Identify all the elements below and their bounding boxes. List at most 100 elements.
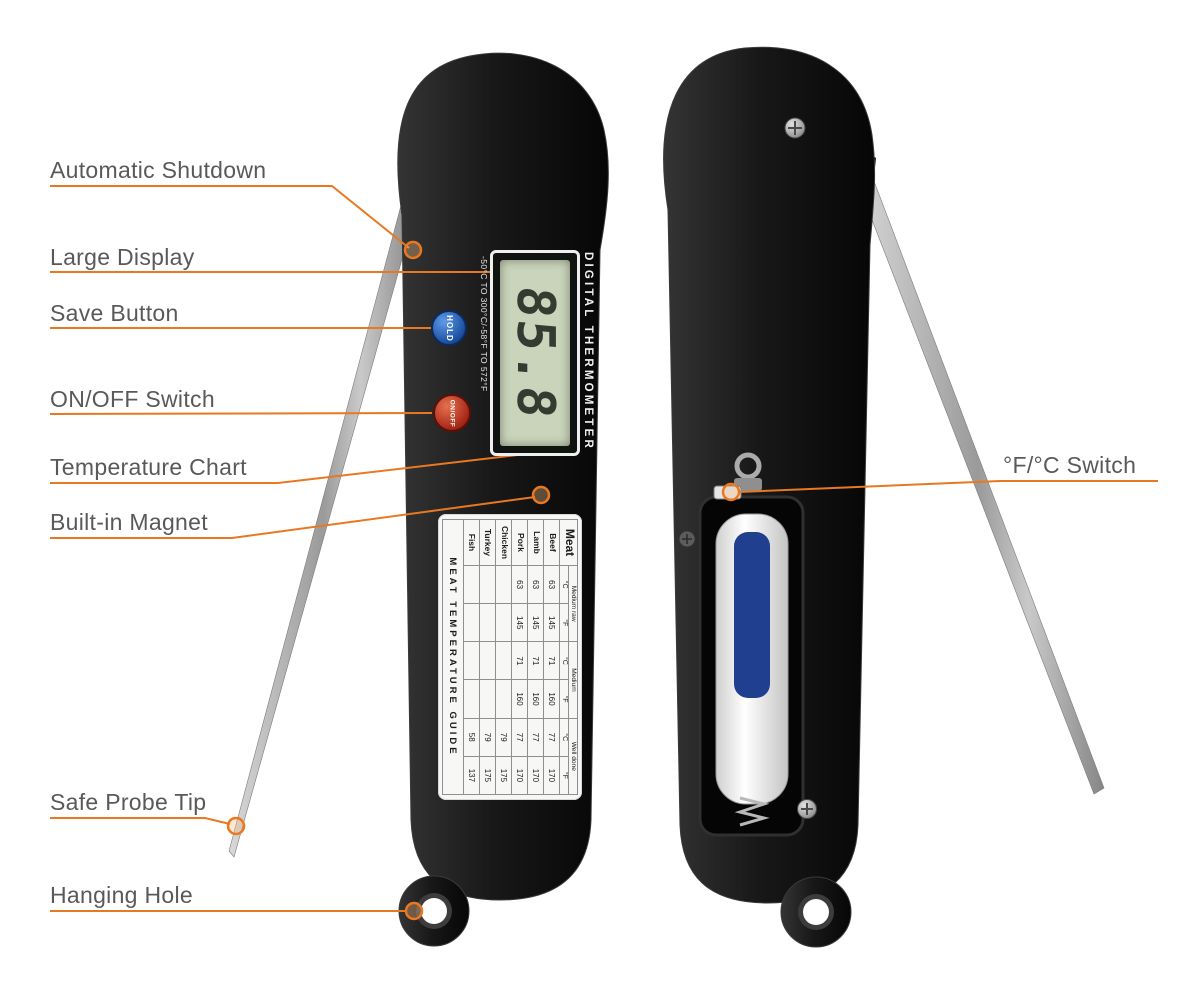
meat-name: Lamb (527, 519, 544, 566)
callout-large-display: Large Display (50, 244, 195, 270)
chart-cell (463, 679, 480, 719)
chart-cell: 63 (511, 565, 528, 604)
callout-temperature-chart: Temperature Chart (50, 454, 247, 480)
chart-cell (495, 603, 512, 642)
temperature-range-text: -50°C TO 300°C/-58°F TO 572°F (479, 256, 489, 392)
callout-save-button: Save Button (50, 300, 179, 326)
meat-name: Chicken (495, 519, 512, 566)
leader-built-in-magnet (50, 496, 536, 539)
chart-cell (495, 641, 512, 680)
marker-automatic-shutdown (403, 240, 423, 260)
marker-safe-probe-tip (226, 816, 246, 836)
chart-row-beef: Beef 63 145 71 160 77 170 (543, 519, 560, 795)
marker-built-in-magnet (531, 485, 551, 505)
chart-cell (479, 679, 496, 719)
meat-name: Beef (543, 519, 560, 566)
unit-header: °C (559, 641, 569, 680)
battery-spring (734, 796, 770, 827)
callout-automatic-shutdown: Automatic Shutdown (50, 157, 267, 183)
leader-on-off-switch (49, 412, 433, 415)
leader-temperature-chart (50, 451, 544, 484)
unit-header: °F (559, 679, 569, 719)
chart-row-fish: Fish 58 137 (463, 519, 480, 795)
chart-cell: 79 (495, 718, 512, 757)
chart-header-medium: Medium (568, 641, 578, 719)
chart-cell (463, 641, 480, 680)
back-top-screw (784, 117, 806, 139)
chart-cell: 145 (543, 603, 560, 642)
meat-guide-label: MEAT TEMPERATURE GUIDE (442, 519, 463, 795)
leader-fc-switch (738, 480, 1158, 493)
chart-cell: 77 (527, 718, 544, 757)
chart-cell: 77 (511, 718, 528, 757)
callout-on-off-switch: ON/OFF Switch (50, 386, 215, 412)
chart-cell: 170 (527, 756, 544, 795)
front-hanging-hole (421, 898, 447, 924)
chart-cell: 58 (463, 718, 480, 757)
battery-area-screw (678, 530, 696, 548)
clip-loop (734, 452, 762, 480)
chart-cell: 79 (479, 718, 496, 757)
chart-cell: 63 (527, 565, 544, 604)
chart-cell (495, 679, 512, 719)
chart-cell (479, 603, 496, 642)
power-button-label: ON/OFF (448, 399, 456, 427)
chart-cell: 63 (543, 565, 560, 604)
lcd-display: 85.8 (490, 250, 580, 456)
leader-automatic-shutdown (50, 185, 410, 249)
chart-cell: 160 (511, 679, 528, 719)
chart-row-chicken: Chicken 79 175 (495, 519, 512, 795)
chart-cell: 160 (543, 679, 560, 719)
chart-cell: 137 (463, 756, 480, 795)
hold-button-label: HOLD (444, 314, 454, 342)
chart-cell: 175 (479, 756, 496, 795)
chart-header-well-done: Well done (568, 718, 578, 795)
marker-hanging-hole (404, 901, 424, 921)
chart-cell (495, 565, 512, 604)
chart-cell: 170 (543, 756, 560, 795)
hold-button: HOLD (431, 310, 467, 346)
callout-built-in-magnet: Built-in Magnet (50, 509, 208, 535)
chart-cell (463, 603, 480, 642)
chart-cell (479, 641, 496, 680)
chart-cell (479, 565, 496, 604)
front-probe (228, 197, 418, 858)
chart-row-lamb: Lamb 63 145 71 160 77 170 (527, 519, 544, 795)
unit-header: °F (559, 603, 569, 642)
chart-cell: 170 (511, 756, 528, 795)
chart-cell: 71 (543, 641, 560, 680)
meat-temperature-chart: Meat Medium raw Medium Well done °C °F °… (438, 514, 582, 800)
callout-fc-switch: °F/°C Switch (1003, 452, 1137, 478)
chart-cell: 71 (511, 641, 528, 680)
chart-row-turkey: Turkey 79 175 (479, 519, 496, 795)
meat-name: Pork (511, 519, 528, 566)
power-button: ON/OFF (433, 394, 471, 432)
chart-row-pork: Pork 63 145 71 160 77 170 (511, 519, 528, 795)
chart-cell: 77 (543, 718, 560, 757)
unit-header: °F (559, 756, 569, 795)
unit-header: °C (559, 718, 569, 757)
unit-header: °C (559, 565, 569, 604)
leader-safe-probe-tip (50, 817, 231, 825)
meat-chart-table: Meat Medium raw Medium Well done °C °F °… (463, 519, 578, 795)
battery-label-stripe (734, 532, 770, 698)
chart-cell: 71 (527, 641, 544, 680)
meat-name: Turkey (479, 519, 496, 566)
chart-cell: 175 (495, 756, 512, 795)
lcd-screen: 85.8 (500, 260, 570, 446)
chart-cell: 160 (527, 679, 544, 719)
back-bottom-screw (797, 799, 817, 819)
lcd-temperature-reading: 85.8 (505, 283, 565, 423)
chart-header-medium-raw: Medium raw (568, 565, 578, 642)
chart-cell: 145 (527, 603, 544, 642)
brand-text: DIGITAL THERMOMETER (582, 252, 594, 452)
meat-name: Fish (463, 519, 480, 566)
callout-safe-probe-tip: Safe Probe Tip (50, 789, 207, 815)
marker-fc-switch (721, 482, 741, 502)
chart-header-meat: Meat (559, 519, 578, 566)
chart-cell: 145 (511, 603, 528, 642)
back-hanging-hole (803, 899, 829, 925)
chart-cell (463, 565, 480, 604)
